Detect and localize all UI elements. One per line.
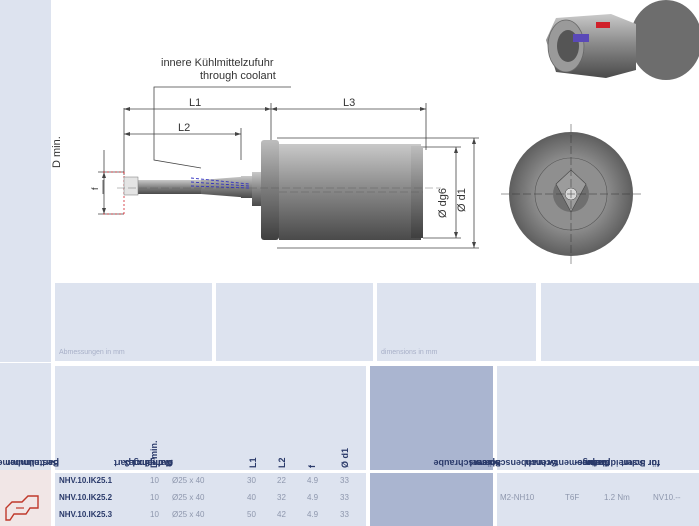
dim-l1: L1 [189, 97, 202, 109]
table-header-dark [370, 366, 493, 470]
table-row[interactable]: NHV.10.IK25.2 10 Ø25 x 40 40 32 4.9 33 M… [59, 493, 681, 502]
torque-value: 1.2 Nm [604, 493, 630, 502]
technical-drawing: innere Kühlmittelzufuhr through coolant … [51, 0, 699, 282]
coolant-label-de: innere Kühlmittelzufuhr [161, 57, 274, 69]
image-cell-4 [541, 283, 699, 361]
wrench-value: T6F [565, 493, 580, 502]
3d-view [546, 0, 699, 80]
screw-value: M2-NH10 [500, 493, 535, 502]
dim-dmin: D min. [51, 136, 63, 168]
table-header-dims [55, 366, 366, 470]
image-cell-1 [55, 283, 212, 361]
left-strip [0, 0, 51, 526]
end-view [501, 124, 641, 264]
table-row[interactable]: NHV.10.IK25.3 10 Ø25 x 40 50 42 4.9 33 [59, 510, 349, 519]
image-cell-3 [377, 283, 536, 361]
data-area [55, 473, 366, 526]
dim-dg6: Ø dg6 [437, 188, 449, 218]
tool-holder-icon [5, 495, 39, 521]
table-row[interactable]: NHV.10.IK25.1 10 Ø25 x 40 30 22 4.9 33 [59, 476, 349, 485]
dim-f: f [90, 187, 100, 190]
coolant-label-en: through coolant [200, 70, 276, 82]
data-area-accessories [497, 473, 699, 526]
image-cell-2 [216, 283, 373, 361]
data-area-dark [370, 473, 493, 526]
table-header-accessories [497, 366, 699, 470]
dim-d1: Ø d1 [456, 188, 468, 212]
units-label-en: dimensions in mm [381, 349, 438, 356]
units-label-de: Abmessungen in mm [59, 349, 125, 356]
dim-l2: L2 [178, 122, 191, 134]
insert-value: NV10.-- [653, 493, 681, 502]
drawing-canvas [98, 0, 699, 264]
dim-l3: L3 [343, 97, 356, 109]
